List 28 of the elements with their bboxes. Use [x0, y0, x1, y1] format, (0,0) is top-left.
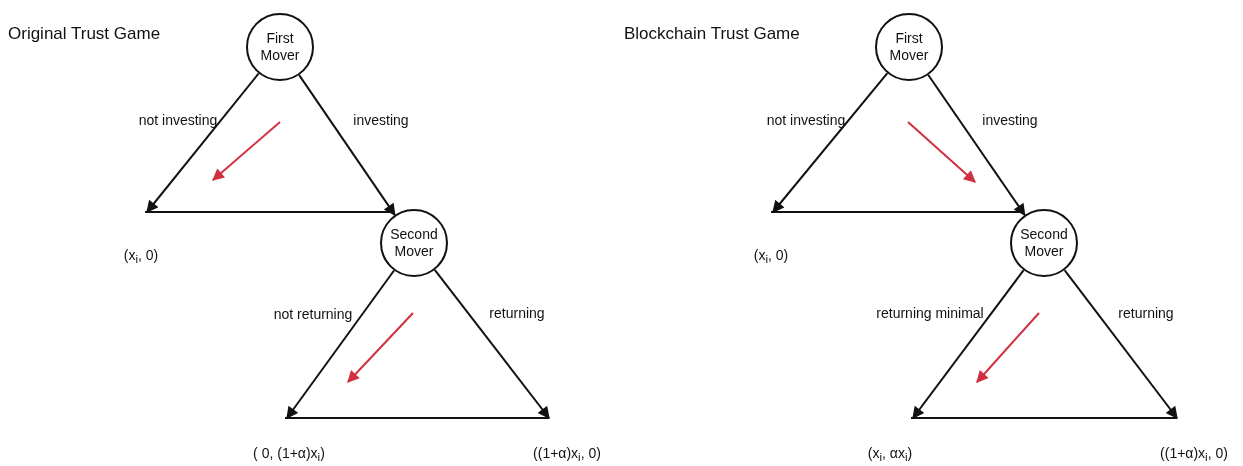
arrow: [927, 74, 1026, 216]
edge-label: returning: [1118, 304, 1174, 322]
arrow: [912, 269, 1025, 419]
player-node: First Mover: [875, 13, 943, 81]
edge-label: not investing: [766, 111, 846, 129]
edge-label: investing: [982, 111, 1038, 129]
player-node: Second Mover: [1010, 209, 1078, 277]
game-title: Blockchain Trust Game: [624, 24, 800, 44]
player-node: First Mover: [246, 13, 314, 81]
payoff-label: ((1+α)x$_{i}$, 0): [533, 444, 601, 466]
payoff-label: (x$_{i}$, 0): [123, 246, 159, 268]
arrow: [286, 269, 396, 419]
edge-label: not investing: [138, 111, 218, 129]
arrow: [433, 268, 550, 419]
edge-label: investing: [353, 111, 409, 129]
payoff-label: ((1+α)x$_{i}$, 0): [1160, 444, 1228, 466]
payoff-label: (x$_{i}$, 0): [753, 246, 789, 268]
edge-label: not returning: [273, 305, 353, 323]
arrow: [146, 72, 260, 213]
arrow: [772, 72, 889, 213]
edge-label: returning: [489, 304, 545, 322]
arrow: [1063, 269, 1178, 419]
payoff-label: ( 0, (1+α)x$_{i}$): [253, 444, 325, 466]
game-title: Original Trust Game: [8, 24, 161, 44]
payoff-label: (x$_{i}$, αx$_{i}$): [867, 444, 913, 466]
arrow: [298, 74, 396, 216]
player-node: Second Mover: [380, 209, 448, 277]
edge-label: returning minimal: [876, 304, 984, 322]
